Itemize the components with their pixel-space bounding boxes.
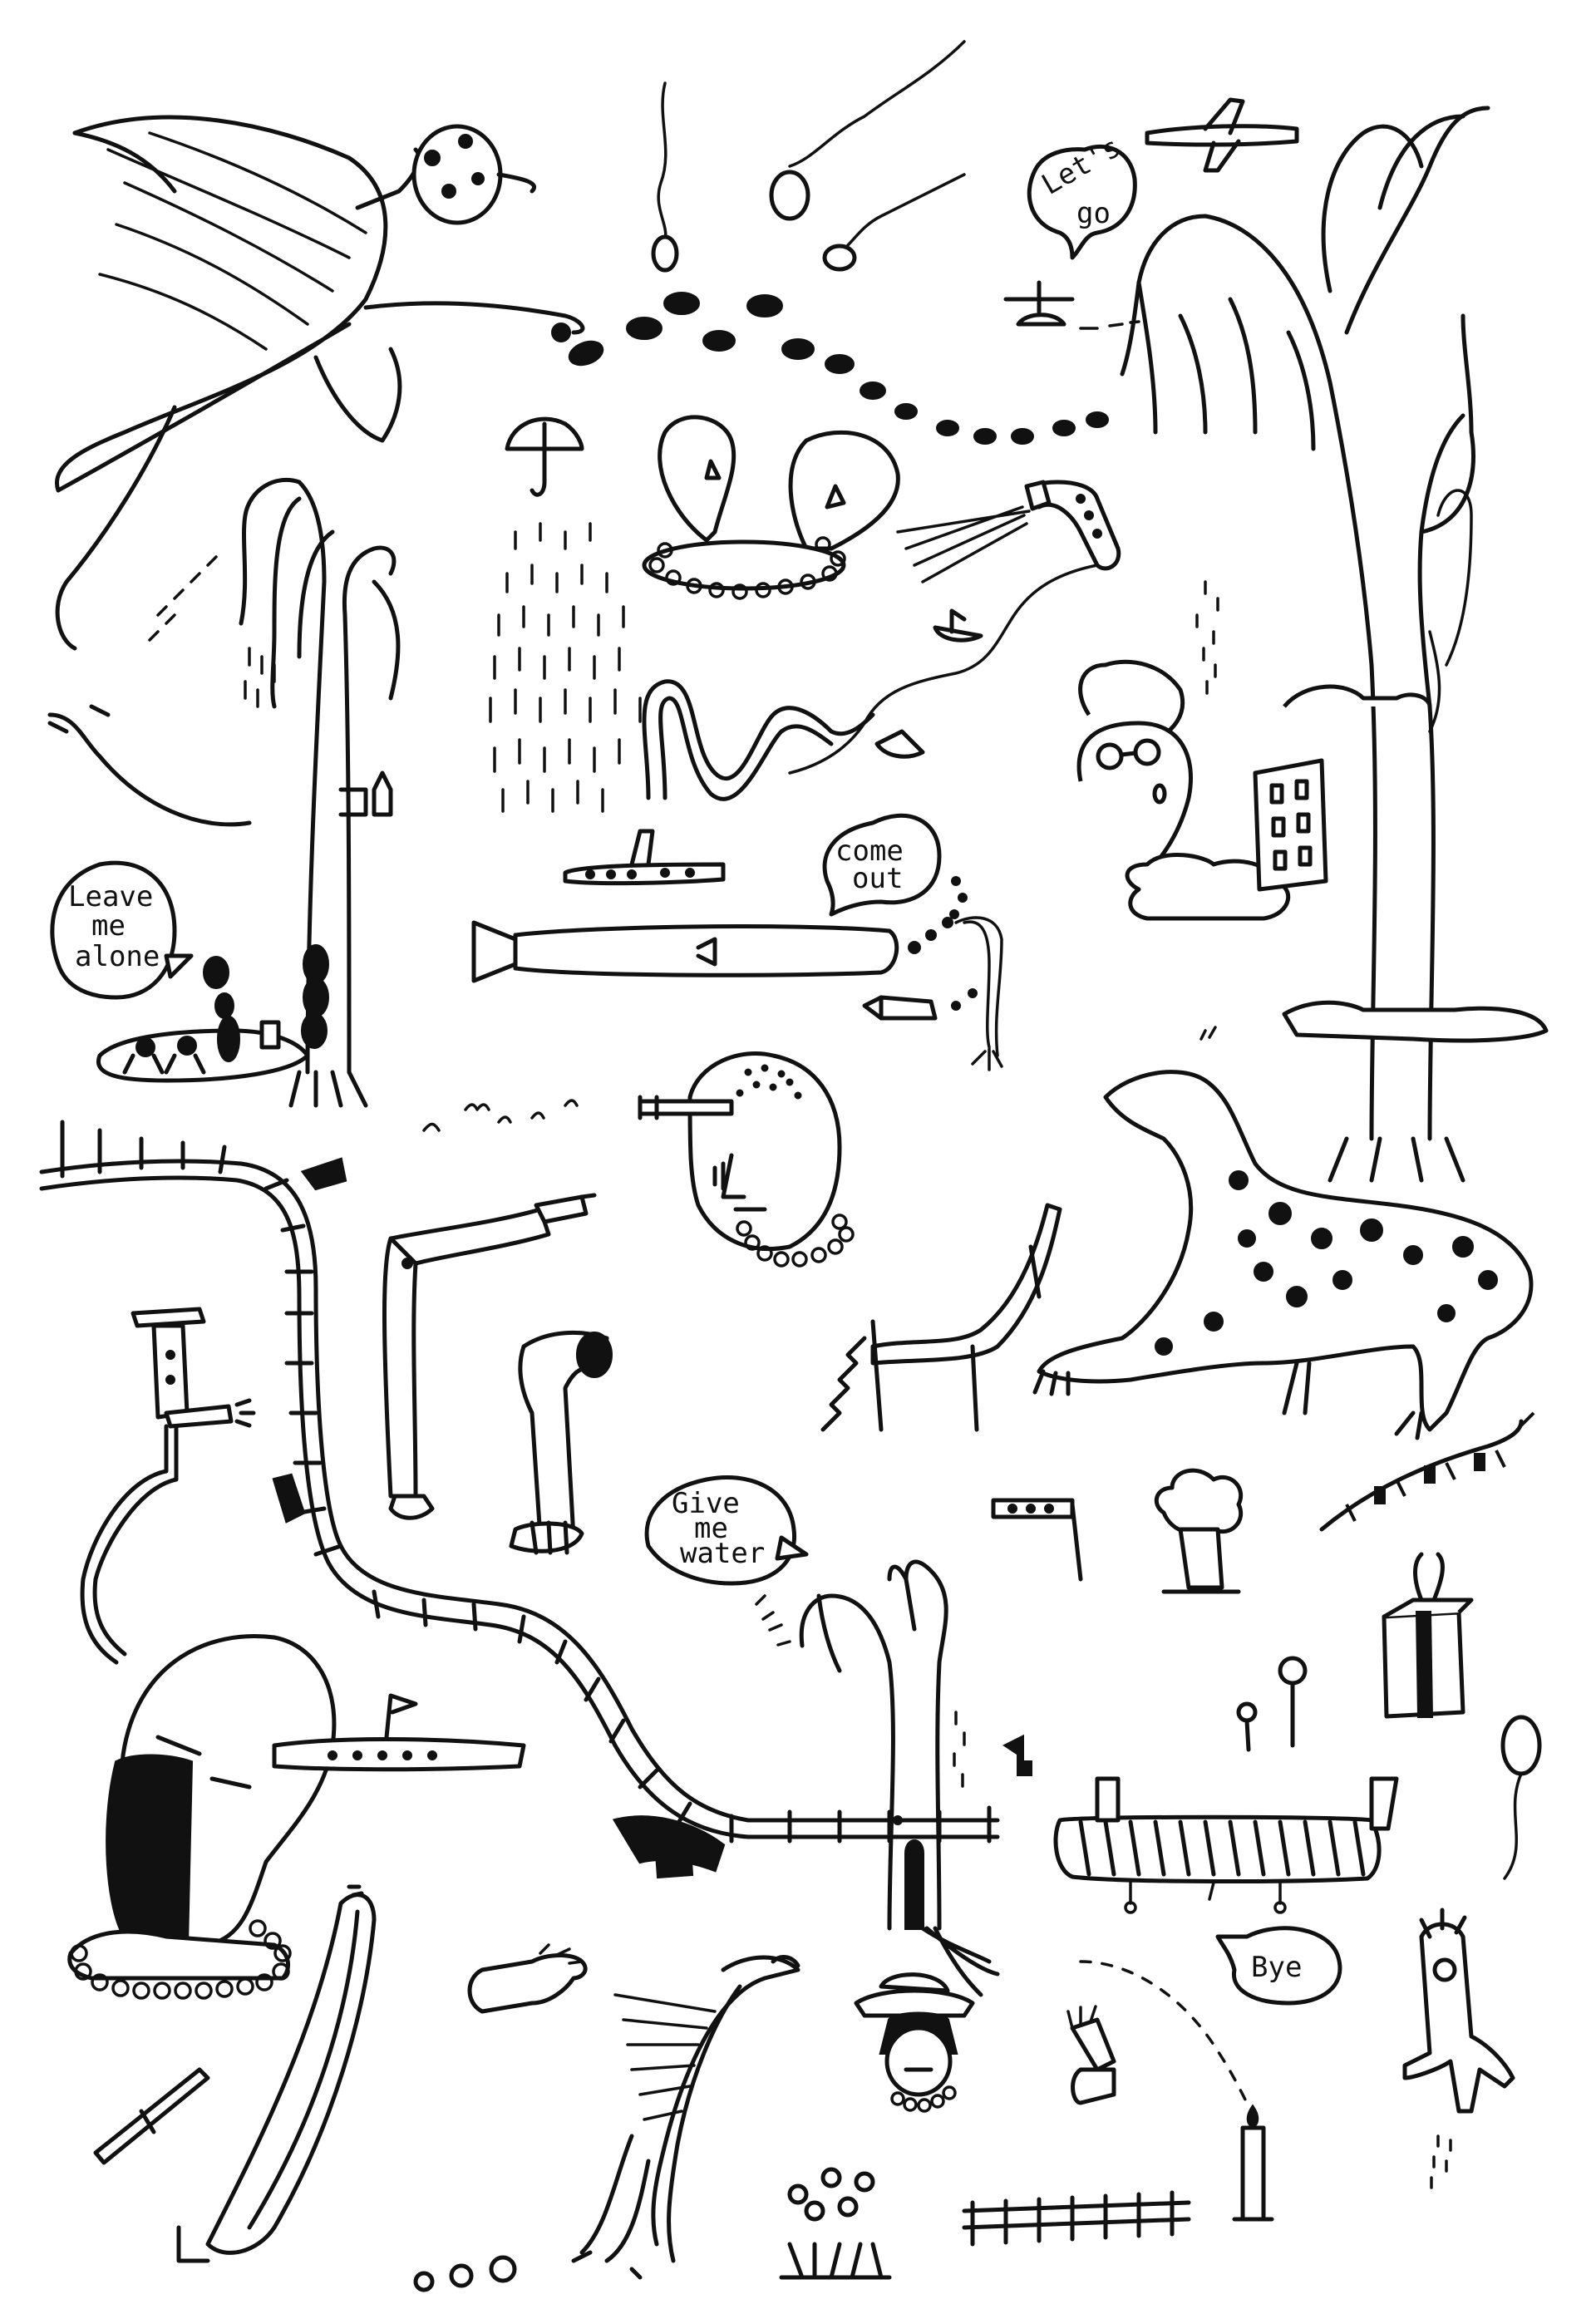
- dangling-rope: [862, 916, 1003, 1071]
- tilted-stick: [93, 2067, 210, 2165]
- black-haired-head: [67, 1634, 526, 2000]
- octopus-ghost: [1402, 1908, 1515, 2189]
- wavy-tube: [642, 679, 875, 801]
- bald-head-man: [638, 1051, 855, 1268]
- gift-box: [1382, 1552, 1474, 1719]
- ostrich-creature: [571, 1955, 800, 2280]
- man-with-hat: [854, 1972, 975, 2113]
- falling-blobs: [568, 292, 1109, 445]
- canoe: [563, 829, 726, 886]
- bubble-text-alone: alone: [75, 940, 160, 973]
- spotted-giraffe: [1032, 1026, 1534, 1440]
- candle: [1079, 1960, 1274, 2222]
- waving-arm: [1066, 2005, 1116, 2105]
- flying-striped-creature: [55, 115, 585, 651]
- mushroom-tree: [1154, 1468, 1244, 1594]
- floating-hand: [467, 1943, 588, 2014]
- flag-sign: [991, 1498, 1083, 1582]
- floating-balloons: [651, 40, 966, 273]
- umbrella-rain: [489, 416, 642, 813]
- big-tree-right: [1120, 106, 1549, 1183]
- pipe-cannon: [382, 1193, 597, 1520]
- long-fish: [471, 917, 953, 983]
- speech-bubble-bye: Bye: [1215, 1926, 1342, 2006]
- faucet-spray: [788, 480, 1121, 775]
- low-fence: [962, 2190, 1191, 2247]
- center-tree: [755, 1559, 1032, 1997]
- tower-pipe: [80, 1307, 256, 1665]
- bubble-text-me-water: me: [694, 1512, 728, 1545]
- island-figures: [96, 956, 310, 1083]
- speech-bubble-come-out: come out: [822, 813, 968, 919]
- lollipops: [1236, 1656, 1308, 1752]
- speech-bubble-leave-me-alone: Leave me alone: [50, 860, 194, 1000]
- small-boat: [933, 608, 983, 642]
- banana-figure: [176, 1884, 377, 2263]
- two-headed-creature: [642, 415, 900, 600]
- helicopter-drawing: [1003, 280, 1140, 330]
- bubble-text-come: come: [835, 834, 904, 868]
- bubble-text-me: me: [91, 909, 126, 943]
- tree-left: [47, 477, 401, 1108]
- bubble-text-go: go: [1076, 197, 1111, 230]
- playground-slide: [820, 1203, 1062, 1432]
- three-circles: [413, 2255, 517, 2292]
- bubble-text-bye: Bye: [1251, 1951, 1302, 1984]
- airplane-drawing: [1145, 97, 1299, 173]
- centipede: [1319, 1411, 1535, 1532]
- railway-track: [39, 1120, 1000, 1844]
- lady-with-glasses: [1076, 659, 1328, 921]
- flower-bush: [779, 2167, 892, 2280]
- bubble-text-out: out: [852, 862, 903, 895]
- curved-cup: [874, 729, 925, 759]
- bubble-text-give: Give: [672, 1487, 740, 1520]
- striped-caterpillar: [1053, 1776, 1399, 1914]
- bubble-text-water: water: [680, 1537, 765, 1570]
- black-silhouettes: [272, 1157, 726, 1879]
- balloon-right: [1500, 1715, 1542, 1880]
- speech-bubble-lets-go: Let's go: [1027, 130, 1137, 260]
- bubble-text-leave: Leave: [68, 880, 153, 913]
- leg-with-sandal: [509, 1331, 613, 1555]
- speech-bubble-give-me-water: Give me water: [644, 1475, 809, 1586]
- small-birds: [422, 1099, 579, 1132]
